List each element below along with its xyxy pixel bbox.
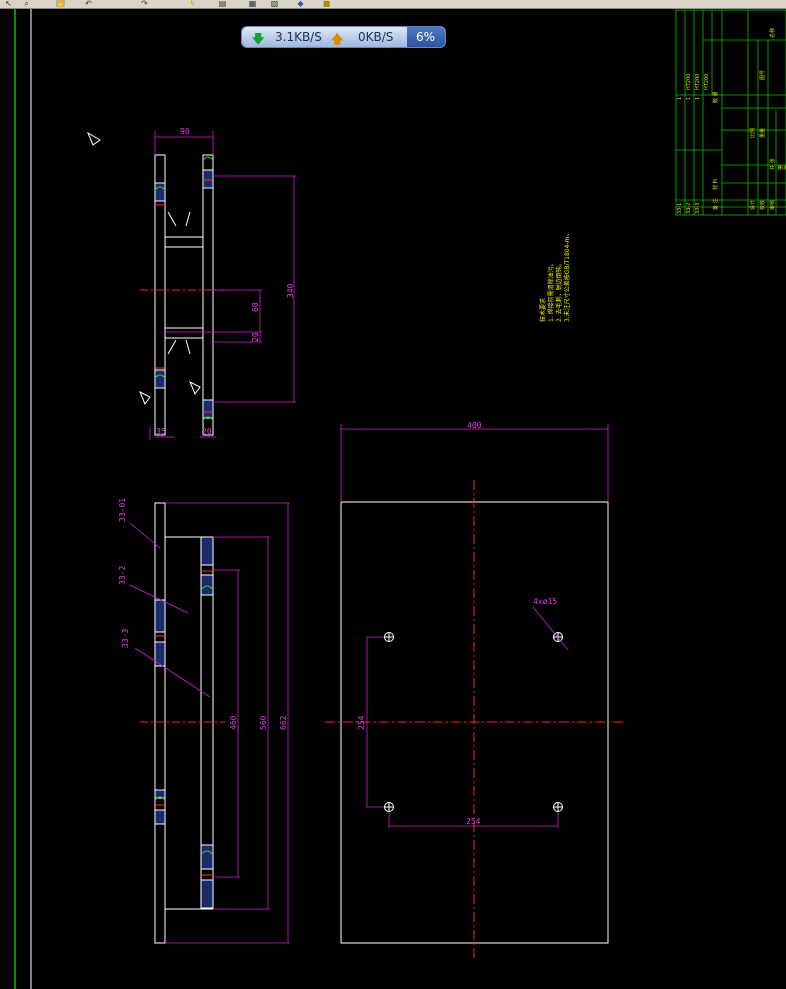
dim-side-560: 560	[259, 715, 268, 730]
weld-symbols	[86, 131, 201, 406]
layer-icon[interactable]: ◆	[297, 0, 304, 8]
plate-view	[325, 480, 624, 960]
dim-hole-vertical: 254	[357, 715, 366, 730]
tb-total-sheets: 共 张	[770, 158, 776, 170]
title-block-text: HT200 HT200 HT200 1 1 1 数 量 材 料 备 注 设计 校…	[676, 10, 786, 215]
tb-part-3: 33-3	[695, 202, 701, 214]
dim-top-width: 90	[180, 127, 190, 136]
cpu-percent: 6%	[416, 30, 436, 44]
dim-side-662: 662	[279, 715, 288, 730]
dim-plate-width: 400	[467, 421, 482, 430]
side-view	[140, 502, 225, 944]
notes-title: 技术要求	[540, 297, 547, 322]
undo-icon[interactable]: ↶	[85, 0, 92, 8]
dim-bottom-right: 20	[202, 427, 212, 436]
plate-view-dimensions	[340, 424, 609, 828]
part-label-3: 33-3	[121, 628, 130, 648]
tb-material-3: HT200	[704, 73, 710, 90]
download-rate: 3.1KB/S	[275, 30, 322, 44]
print-icon[interactable]: ▧	[270, 0, 279, 8]
tb-material-1: HT200	[686, 73, 692, 90]
tb-qty-3: 1	[695, 96, 701, 100]
tb-weight: 重量	[760, 127, 766, 138]
notes-line-3: 3.未注尺寸公差按GB/T1804-m。	[564, 230, 571, 322]
open-icon[interactable]: ▤	[218, 0, 227, 8]
properties-icon[interactable]: ■	[322, 0, 331, 8]
hole-spec: 4xø15	[533, 597, 558, 606]
cad-toolbar: ↖ ⌕ ✋ ↶ ↷ ϟ ▤ ▦ ▧ ◆ ■	[0, 0, 786, 9]
technical-notes: 技术要求 1. 焊接前需清除油污。 2. 去毛刺，锐边倒钝。 3.未注尺寸公差按…	[540, 212, 590, 322]
side-view-dimensions	[129, 502, 290, 944]
dim-inner-b: 20	[251, 332, 260, 342]
tb-header-material: 材 料	[713, 178, 719, 190]
arrow-icon[interactable]: ↖	[5, 0, 12, 8]
part-label-2: 33-2	[118, 565, 127, 585]
tb-qty-2: 1	[686, 96, 692, 100]
top-view-dimensions	[149, 131, 296, 440]
notes-line-2: 2. 去毛刺，锐边倒钝。	[556, 260, 563, 322]
tb-header-qty: 数 量	[713, 91, 719, 103]
top-view	[140, 154, 225, 436]
network-speed-meter[interactable]: 🡇 3.1KB/S 🡅 0KB/S 6%	[241, 26, 446, 48]
zoom-icon[interactable]: ⌕	[24, 0, 29, 8]
lightning-icon[interactable]: ϟ	[189, 0, 196, 8]
dim-hole-horizontal: 254	[466, 817, 481, 826]
download-arrow-icon: 🡇	[252, 32, 265, 46]
tb-part-1: 33-1	[677, 202, 683, 214]
upload-rate: 0KB/S	[358, 30, 394, 44]
tb-scale: 比例	[750, 127, 756, 138]
redo-icon[interactable]: ↷	[141, 0, 148, 8]
tb-checker: 校核	[760, 199, 766, 210]
tb-qty-1: 1	[677, 96, 683, 100]
tb-material-2: HT200	[695, 73, 701, 90]
dim-inner-a: 60	[251, 302, 260, 312]
upload-arrow-icon: 🡅	[331, 32, 344, 46]
tb-part-2: 33-2	[686, 202, 692, 214]
tb-sheet-no: 第 张	[778, 164, 786, 170]
dim-bottom-left: 35	[156, 427, 166, 436]
dim-top-height: 340	[286, 283, 295, 298]
part-label-1: 33-01	[118, 497, 127, 522]
title-block	[675, 9, 786, 216]
dim-side-460: 460	[229, 715, 238, 730]
save-icon[interactable]: ▦	[248, 0, 257, 8]
pan-icon[interactable]: ✋	[56, 0, 66, 8]
tb-name: 名称	[770, 27, 776, 38]
cpu-percent-box: 6%	[407, 27, 445, 47]
tb-drawing-no: 图号	[760, 69, 766, 80]
tb-approver: 审核	[770, 199, 776, 210]
tb-header-remarks: 备 注	[713, 198, 719, 210]
tb-designer: 设计	[750, 199, 756, 210]
notes-line-1: 1. 焊接前需清除油污。	[548, 260, 555, 322]
